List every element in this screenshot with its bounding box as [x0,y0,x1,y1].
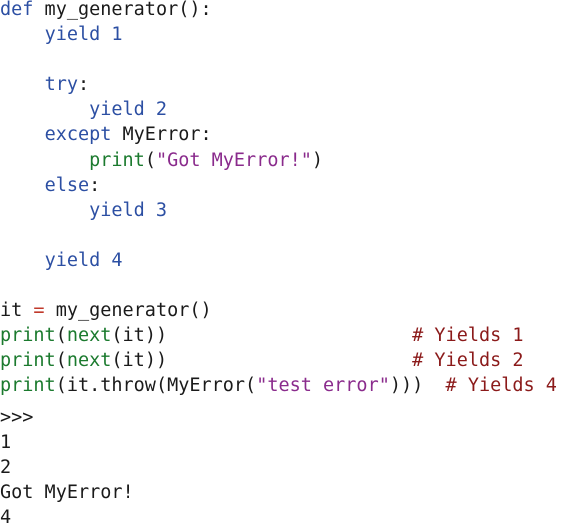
code-token: (it.throw(MyError( [55,375,257,397]
code-line: print("Got MyError!") [0,148,557,173]
output-line: 1 [0,432,12,454]
code-line: def my_generator(): [0,0,557,22]
code-line: yield 2 [0,97,557,122]
output-line: 4 [0,507,12,529]
code-token [0,124,45,145]
code-line: it = my_generator() [0,298,557,323]
code-token: my_generator(): [33,0,212,20]
code-line: yield 1 [0,22,557,47]
code-token: print [0,350,56,372]
code-line: print(next(it)) # Yields 1 [0,323,557,348]
code-token: yield 3 [89,199,168,221]
code-line [0,223,557,248]
code-token: yield 2 [89,99,168,121]
code-token: next [66,350,112,372]
code-line: yield 4 [0,248,557,273]
code-token: else [44,174,90,196]
code-token: my_generator() [44,300,212,322]
code-token: yield 1 [44,24,123,46]
code-token: "Got MyError!" [155,149,312,171]
code-token: ))) [389,375,446,397]
code-token: ) [311,149,324,171]
code-token [0,175,45,196]
code-token: : [89,174,101,196]
code-token: yield 4 [44,249,123,271]
code-token [0,250,45,271]
output-line: Got MyError! [0,482,134,504]
code-token: (it)) [111,325,413,347]
code-token: def [0,0,34,20]
code-token [0,99,89,120]
code-token: it [0,300,34,322]
code-token: # Yields 4 [445,375,557,397]
code-token: # Yields 2 [412,350,524,372]
output-line: 2 [0,457,12,479]
code-token: print [89,149,145,171]
code-token: try [44,74,78,96]
code-token: "test error" [256,375,390,397]
code-block: def my_generator(): yield 1 try: yield 2… [0,0,557,398]
code-token: ( [144,149,156,171]
code-token: : [77,74,90,96]
code-token: next [66,325,112,347]
code-token [0,150,89,171]
code-token: print [0,375,56,397]
code-line [0,273,557,298]
code-token [0,200,89,221]
code-token: = [33,300,45,322]
code-line: else: [0,173,557,198]
code-line: print(it.throw(MyError("test error"))) #… [0,373,557,398]
code-token: # Yields 1 [412,325,524,347]
code-line: except MyError: [0,122,557,147]
output-line: >>> [0,407,34,428]
code-token [0,24,45,45]
code-token: (it)) [111,350,413,372]
code-line [0,47,557,72]
code-token: MyError: [111,124,212,146]
code-token: except [44,124,112,146]
code-token: ( [55,350,67,372]
code-line: yield 3 [0,198,557,223]
code-token: ( [55,325,67,347]
code-token [0,74,45,95]
code-line: try: [0,72,557,97]
code-line: print(next(it)) # Yields 2 [0,348,557,373]
code-token: print [0,325,56,347]
